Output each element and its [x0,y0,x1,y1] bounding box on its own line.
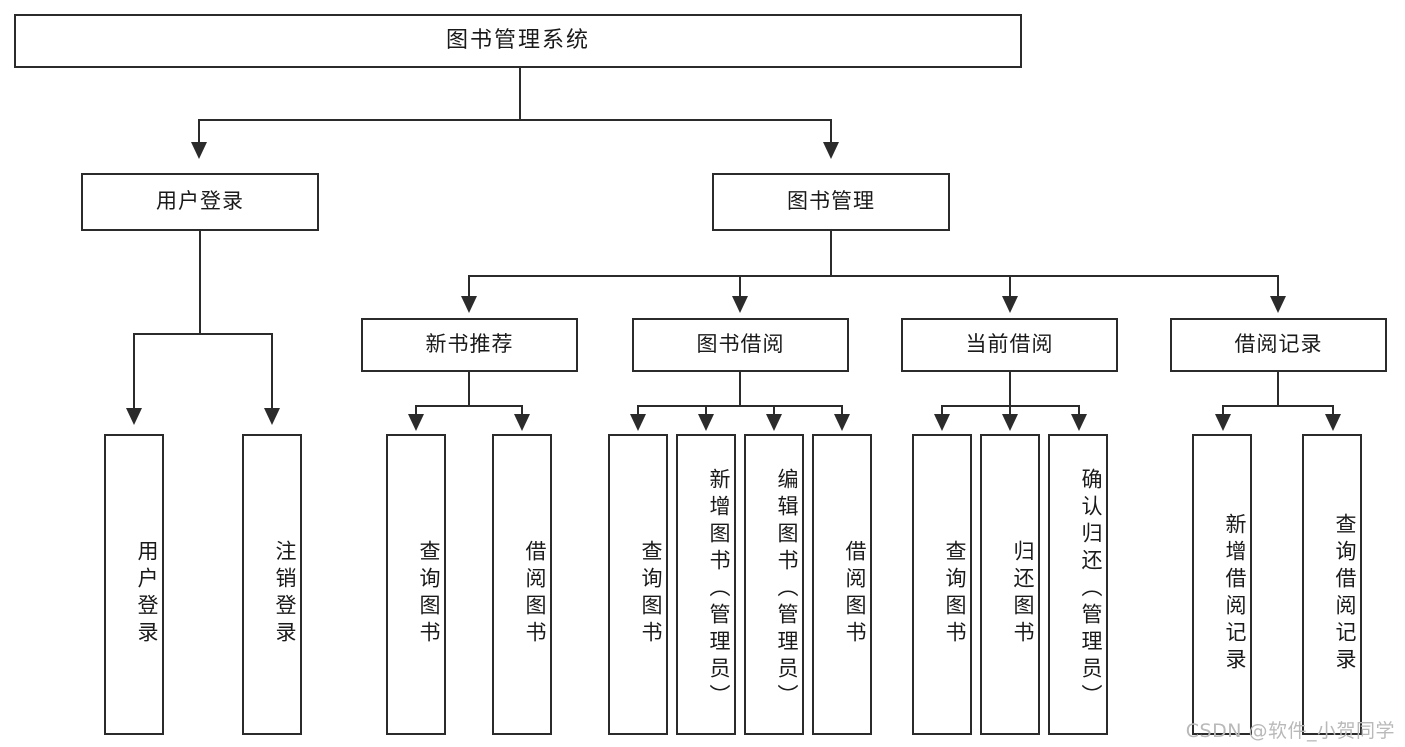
connector-root-to-user-login [198,119,200,143]
leaf-add-record[interactable]: 新增借阅记录 [1192,434,1252,735]
node-label: 查询图书 [943,539,967,648]
connector-bm-drop-1 [468,275,470,297]
arrow-to-leaf-add-book [698,414,714,431]
connector-bb-drop-1 [637,405,639,415]
node-label: 借阅记录 [1234,332,1323,357]
arrow-to-leaf-query-book-3 [934,414,950,431]
arrow-to-leaf-query-record [1325,414,1341,431]
connector-book-manage-stem [830,231,832,276]
node-label: 查询图书 [639,539,663,648]
connector-nbr-stem [468,372,470,406]
arrow-to-leaf-query-book-1 [408,414,424,431]
arrow-to-current-borrow [1002,296,1018,313]
connector-root-to-book-manage [830,119,832,143]
node-label: 注销登录 [273,539,297,648]
leaf-query-book-2[interactable]: 查询图书 [608,434,668,735]
node-book-manage[interactable]: 图书管理 [712,173,950,231]
connector-bb-drop-3 [773,405,775,415]
leaf-user-login[interactable]: 用户登录 [104,434,164,735]
arrow-to-leaf-return-book [1002,414,1018,431]
arrow-to-leaf-query-book-2 [630,414,646,431]
leaf-query-book-1[interactable]: 查询图书 [386,434,446,735]
arrow-to-leaf-user-login [126,408,142,425]
connector-user-login-stem [199,231,201,334]
connector-cb-drop-2 [1009,405,1011,415]
leaf-add-book[interactable]: 新增图书（管理员） [676,434,736,735]
connector-bb-bar [637,405,843,407]
leaf-edit-book[interactable]: 编辑图书（管理员） [744,434,804,735]
connector-user-login-bar [133,333,272,335]
node-label: 图书借阅 [696,332,785,357]
arrow-to-borrow-record [1270,296,1286,313]
connector-nbr-drop-1 [415,405,417,415]
node-current-borrow[interactable]: 当前借阅 [901,318,1118,372]
connector-root-bar [198,119,832,121]
connector-nbr-drop-2 [521,405,523,415]
node-book-borrow[interactable]: 图书借阅 [632,318,849,372]
arrow-to-leaf-edit-book [766,414,782,431]
connector-br-bar [1222,405,1334,407]
leaf-confirm-return[interactable]: 确认归还（管理员） [1048,434,1108,735]
node-label: 图书管理系统 [445,27,590,53]
node-label: 查询借阅记录 [1333,512,1357,675]
connector-bb-stem [739,372,741,406]
connector-user-login-drop-1 [133,333,135,409]
connector-root-stem [519,68,521,120]
node-label: 查询图书 [417,539,441,648]
node-label: 编辑图书（管理员） [775,468,799,711]
connector-br-drop-1 [1222,405,1224,415]
connector-user-login-drop-2 [271,333,273,409]
leaf-query-book-3[interactable]: 查询图书 [912,434,972,735]
connector-bb-drop-2 [705,405,707,415]
node-root-system[interactable]: 图书管理系统 [14,14,1022,68]
arrow-root-to-book-manage [823,142,839,159]
node-label: 新增借阅记录 [1223,512,1247,675]
node-label: 图书管理 [787,189,875,214]
connector-bm-drop-4 [1277,275,1279,297]
leaf-borrow-book-1[interactable]: 借阅图书 [492,434,552,735]
arrow-to-new-book-recommend [461,296,477,313]
arrow-to-leaf-logout [264,408,280,425]
connector-cb-stem [1009,372,1011,406]
node-label: 新书推荐 [425,332,514,357]
node-new-book-recommend[interactable]: 新书推荐 [361,318,578,372]
connector-br-drop-2 [1332,405,1334,415]
connector-cb-drop-1 [941,405,943,415]
node-label: 新增图书（管理员） [707,468,731,711]
connector-bm-drop-2 [739,275,741,297]
leaf-logout[interactable]: 注销登录 [242,434,302,735]
arrow-to-leaf-add-record [1215,414,1231,431]
connector-nbr-bar [415,405,523,407]
connector-bm-drop-3 [1009,275,1011,297]
arrow-to-book-borrow [732,296,748,313]
arrow-root-to-user-login [191,142,207,159]
node-label: 用户登录 [156,189,244,214]
leaf-query-record[interactable]: 查询借阅记录 [1302,434,1362,735]
node-label: 借阅图书 [523,539,547,648]
leaf-return-book[interactable]: 归还图书 [980,434,1040,735]
connector-book-manage-bar [468,275,1278,277]
node-borrow-record[interactable]: 借阅记录 [1170,318,1387,372]
node-label: 用户登录 [135,539,159,648]
node-label: 借阅图书 [843,539,867,648]
node-label: 归还图书 [1011,539,1035,648]
connector-br-stem [1277,372,1279,406]
arrow-to-leaf-borrow-book-1 [514,414,530,431]
node-label: 当前借阅 [965,332,1054,357]
connector-bb-drop-4 [841,405,843,415]
arrow-to-leaf-confirm-return [1071,414,1087,431]
connector-cb-drop-3 [1078,405,1080,415]
arrow-to-leaf-borrow-book-2 [834,414,850,431]
leaf-borrow-book-2[interactable]: 借阅图书 [812,434,872,735]
node-label: 确认归还（管理员） [1079,468,1103,711]
node-user-login[interactable]: 用户登录 [81,173,319,231]
